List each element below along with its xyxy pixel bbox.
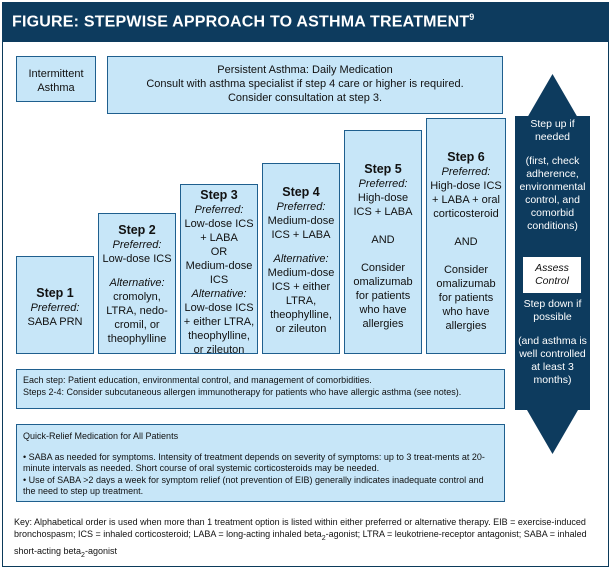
step-1-box: Step 1 Preferred: SABA PRN: [16, 256, 94, 354]
down-arrow-icon: [527, 410, 578, 454]
each-step-box: Each step: Patient education, environmen…: [16, 369, 505, 409]
persistent-asthma-box: Persistent Asthma: Daily Medication Cons…: [107, 56, 503, 114]
step-5-title: Step 5: [364, 162, 402, 176]
step-6-consider: Consider omalizumab for patients who hav…: [436, 264, 496, 332]
persistent-line-1: Persistent Asthma: Daily Medication: [217, 64, 393, 76]
step-6-preferred-label: Preferred:: [441, 166, 491, 178]
step-4-title: Step 4: [282, 185, 320, 199]
quick-relief-title: Quick-Relief Medication for All Patients: [23, 431, 179, 441]
assess-control-box: Assess Control: [523, 257, 581, 293]
step-down-note: (and asthma is well controlled at least …: [518, 335, 587, 386]
step-3-preferred-label: Preferred:: [194, 204, 244, 216]
key-text-2: -agonist; LTRA = leukotriene-receptor an…: [14, 529, 587, 556]
step-5-box: Step 5 Preferred: High-dose ICS + LABA A…: [344, 130, 422, 354]
step-3-alternative-label: Alternative:: [191, 288, 247, 300]
assess-control-label: Assess Control: [535, 262, 569, 287]
key-text-1: Key: Alphabetical order is used when mor…: [14, 517, 586, 539]
step-4-preferred-label: Preferred:: [276, 201, 326, 213]
persistent-line-3: Consider consultation at step 3.: [227, 92, 383, 104]
step-2-alternative-label: Alternative:: [109, 277, 165, 289]
step-6-box: Step 6 Preferred: High-dose ICS + LABA +…: [426, 118, 506, 354]
quick-relief-bullet-2: • Use of SABA >2 days a week for symptom…: [23, 474, 484, 497]
step-5-preferred: High-dose ICS + LABA: [353, 192, 413, 218]
step-2-box: Step 2 Preferred: Low-dose ICS Alternati…: [98, 213, 176, 354]
each-step-line-2: Steps 2-4: Consider subcutaneous allerge…: [23, 386, 462, 397]
step-5-and: AND: [371, 234, 395, 246]
step-3-or: OR: [210, 246, 228, 258]
up-arrow-icon: [527, 74, 578, 118]
quick-relief-bullet-1: • SABA as needed for symptoms. Intensity…: [23, 451, 485, 474]
step-up-note: (first, check adherence, environmental c…: [519, 155, 586, 232]
step-6-preferred: High-dose ICS + LABA + oral corticostero…: [430, 180, 502, 220]
key-text-3: -agonist: [84, 545, 117, 556]
step-6-and: AND: [454, 236, 478, 248]
step-2-title: Step 2: [118, 223, 156, 237]
figure-title-text: FIGURE: STEPWISE APPROACH TO ASTHMA TREA…: [12, 13, 470, 31]
step-1-preferred: SABA PRN: [27, 316, 83, 328]
quick-relief-box: Quick-Relief Medication for All Patients…: [16, 424, 505, 502]
step-3-preferred-2: Medium-dose ICS: [185, 260, 253, 286]
intermittent-asthma-box: Intermittent Asthma: [16, 56, 96, 102]
intermittent-asthma-label: Intermittent Asthma: [28, 68, 84, 94]
step-1-preferred-label: Preferred:: [30, 302, 80, 314]
step-4-preferred: Medium-dose ICS + LABA: [267, 215, 335, 241]
step-6-title: Step 6: [447, 150, 485, 164]
step-adjust-panel: Step up if needed (first, check adherenc…: [515, 116, 590, 410]
step-3-title: Step 3: [200, 188, 238, 202]
step-2-preferred-label: Preferred:: [112, 239, 162, 251]
step-3-preferred: Low-dose ICS + LABA: [184, 218, 254, 244]
key-sub-1: 2: [321, 534, 326, 542]
step-3-box: Step 3 Preferred: Low-dose ICS + LABA OR…: [180, 184, 258, 356]
figure-title: FIGURE: STEPWISE APPROACH TO ASTHMA TREA…: [2, 2, 609, 42]
persistent-line-2: Consult with asthma specialist if step 4…: [146, 78, 464, 90]
step-1-title: Step 1: [36, 286, 74, 300]
key-footnote: Key: Alphabetical order is used when mor…: [14, 516, 598, 562]
step-4-alternative-label: Alternative:: [273, 253, 329, 265]
step-2-alternative: cromolyn, LTRA, nedo-cromil, or theophyl…: [106, 291, 168, 345]
figure-title-reference: 9: [469, 12, 475, 22]
each-step-line-1: Each step: Patient education, environmen…: [23, 375, 372, 385]
step-3-alternative: Low-dose ICS + either LTRA, theophylline…: [183, 302, 255, 356]
step-5-preferred-label: Preferred:: [358, 178, 408, 190]
step-5-consider: Consider omalizumab for patients who hav…: [353, 262, 413, 330]
step-2-preferred: Low-dose ICS: [102, 253, 172, 265]
key-sub-2: 2: [81, 551, 85, 559]
step-down-label: Step down if possible: [523, 298, 582, 323]
step-4-alternative: Medium-dose ICS + either LTRA, theophyll…: [267, 267, 335, 335]
step-4-box: Step 4 Preferred: Medium-dose ICS + LABA…: [262, 163, 340, 354]
step-up-label: Step up if needed: [530, 118, 575, 143]
